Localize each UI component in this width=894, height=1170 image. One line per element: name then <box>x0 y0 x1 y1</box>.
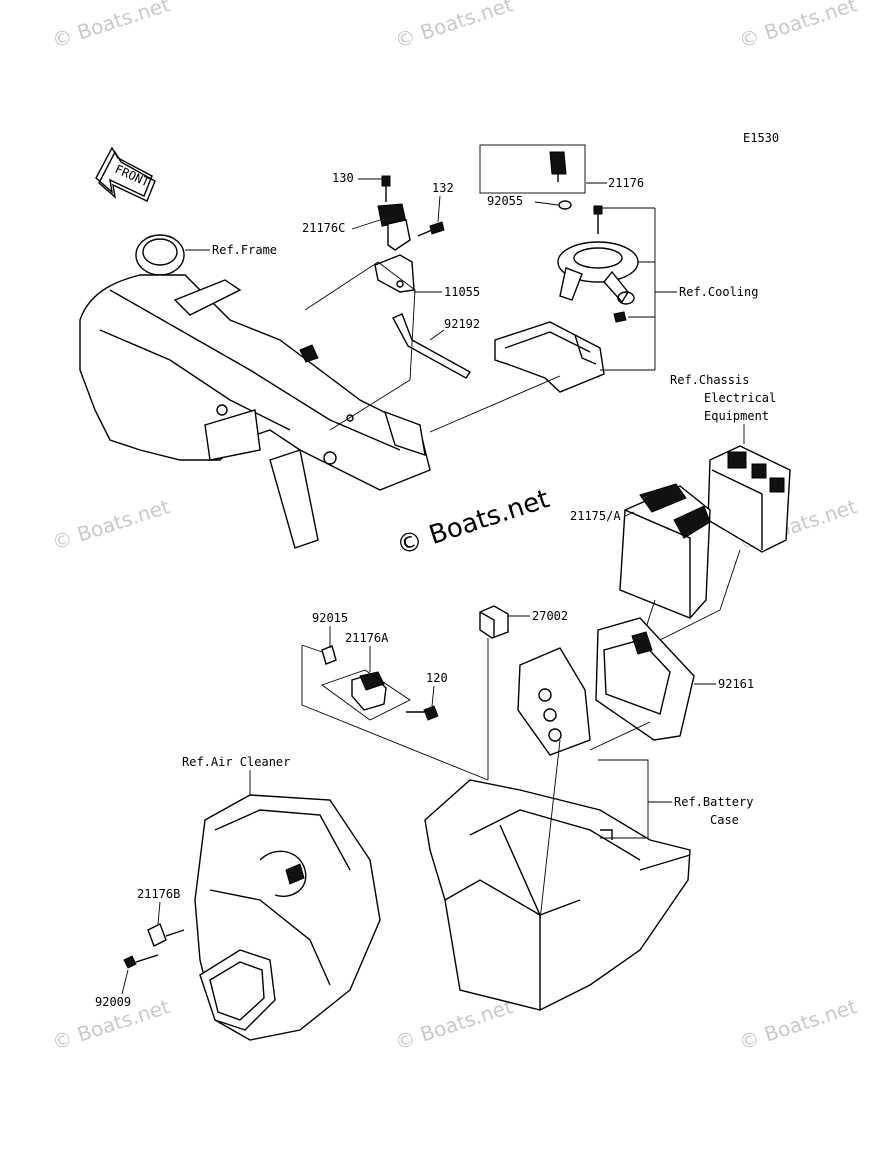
label-92192: 92192 <box>444 317 480 331</box>
label-ref-chassis-3: Equipment <box>704 409 769 423</box>
front-arrow-icon: FRONT <box>95 146 156 202</box>
label-ref-cooling: Ref.Cooling <box>679 285 758 299</box>
diagram-code: E1530 <box>743 131 779 145</box>
air-cleaner-illustration <box>194 794 381 1041</box>
label-21176: 21176 <box>608 176 644 190</box>
label-21176C: 21176C <box>302 221 345 235</box>
label-27002: 27002 <box>532 609 568 623</box>
label-92055: 92055 <box>487 194 523 208</box>
sensor-21176B <box>123 923 185 969</box>
label-ref-battery-2: Case <box>710 813 739 827</box>
label-132: 132 <box>432 181 454 195</box>
watermark: © Boats.net <box>392 0 516 53</box>
label-ref-battery-1: Ref.Battery <box>674 795 753 809</box>
watermark: © Boats.net <box>736 994 860 1055</box>
watermark: © Boats.net <box>392 994 516 1055</box>
chassis-electrical-unit <box>707 445 791 553</box>
battery-case-illustration <box>424 779 691 1011</box>
thermostat-housing-group <box>429 144 677 433</box>
sensor-assembly-top <box>304 175 472 431</box>
frame-illustration <box>79 234 431 549</box>
watermark: © Boats.net <box>49 0 173 53</box>
ecu-bracket <box>517 617 695 756</box>
label-21175A: 21175/A <box>570 509 621 523</box>
label-120: 120 <box>426 671 448 685</box>
relay-27002 <box>479 605 509 639</box>
label-ref-chassis-2: Electrical <box>704 391 776 405</box>
sensor-assembly-mid <box>301 644 489 781</box>
label-92009: 92009 <box>95 995 131 1009</box>
label-ref-air-cleaner: Ref.Air Cleaner <box>182 755 290 769</box>
label-11055: 11055 <box>444 285 480 299</box>
label-ref-frame: Ref.Frame <box>212 243 277 257</box>
ecu-unit <box>619 483 711 619</box>
label-92015: 92015 <box>312 611 348 625</box>
label-92161: 92161 <box>718 677 754 691</box>
watermark: © Boats.net <box>49 494 173 555</box>
label-21176A: 21176A <box>345 631 389 645</box>
label-130: 130 <box>332 171 354 185</box>
center-watermark: © Boats.net <box>393 484 553 562</box>
label-21176B: 21176B <box>137 887 180 901</box>
label-ref-chassis-1: Ref.Chassis <box>670 373 749 387</box>
watermark: © Boats.net <box>736 0 860 53</box>
